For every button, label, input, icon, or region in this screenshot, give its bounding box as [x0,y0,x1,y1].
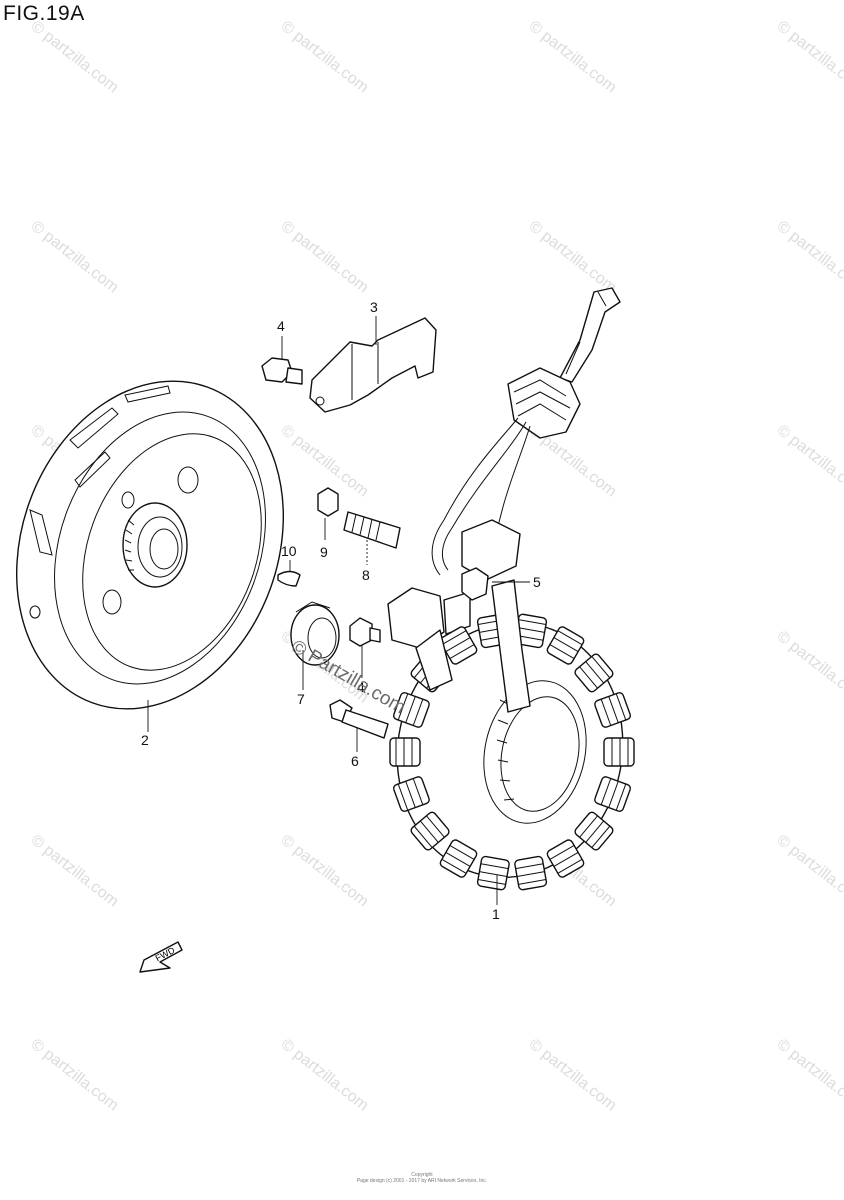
watermark: © partzilla.com [774,422,844,501]
callout-9: 7 [297,691,305,707]
callout-2: 2 [141,732,149,748]
figure-title: FIG.19A [3,2,85,25]
stator-pole [439,626,478,665]
stator-pole [389,737,421,767]
copyright-line-2: Page design (c) 2001 - 2017 by ARI Netwo… [356,1178,488,1184]
callout-10: 10 [281,543,297,559]
bracket[interactable] [309,317,437,413]
flywheel-rotor[interactable] [0,343,328,746]
woodruff-key[interactable] [277,570,301,587]
nut[interactable] [317,487,339,517]
stator-pole [514,613,548,649]
copyright-footer: Copyright Page design (c) 2001 - 2017 by… [0,1172,844,1184]
stator-pole [410,811,450,851]
watermark: © partzilla.com [526,18,620,97]
stator-pole [392,776,430,812]
watermark: © partzilla.com [774,832,844,911]
stator-pole [574,653,614,693]
watermark: © partzilla.com [278,218,372,297]
stator-pole [594,692,632,728]
watermark: © partzilla.com [28,218,122,297]
callout-7: 9 [320,544,328,560]
stator-pole [392,692,430,728]
stator-pole [476,855,510,891]
watermark: © partzilla.com [526,218,620,297]
watermark: © partzilla.com [278,422,372,501]
watermark: © partzilla.com [774,628,844,707]
bolt-upper[interactable] [261,357,303,385]
watermark: © partzilla.com [278,1036,372,1115]
watermark: © partzilla.com [526,1036,620,1115]
watermark: © partzilla.com [774,1036,844,1115]
stator-pole [439,839,478,878]
watermark: © partzilla.com [774,218,844,297]
callout-5: 5 [533,574,541,590]
callout-4-lower: 4 [357,679,365,695]
stator-pole [594,776,632,812]
callouts: 3 4 10 9 8 5 4 7 2 6 1 [141,299,541,922]
forward-arrow: FWD [139,941,183,973]
watermark: © partzilla.com [278,832,372,911]
watermark: © partzilla.com [28,832,122,911]
stator-pole [546,839,585,878]
callout-4-upper: 4 [277,318,285,334]
leader-lines [147,316,530,905]
screw[interactable] [329,699,389,739]
watermark: © partzilla.com [28,18,122,97]
stator-pole [574,811,614,851]
callout-3: 3 [370,299,378,315]
bolt-lower[interactable] [349,617,381,647]
callout-6: 8 [362,567,370,583]
watermark: © partzilla.com [28,1036,122,1115]
stator-pole [603,737,635,767]
stud-bolt[interactable] [343,511,401,549]
callout-1: 1 [492,906,500,922]
stator-pole [546,626,585,665]
callout-8: 6 [351,753,359,769]
watermark: © partzilla.com [278,18,372,97]
watermark: © partzilla.com [774,18,844,97]
copyright-line-1: Copyright [411,1172,433,1178]
stator-pole [514,855,548,891]
stator-assembly[interactable] [374,287,646,898]
